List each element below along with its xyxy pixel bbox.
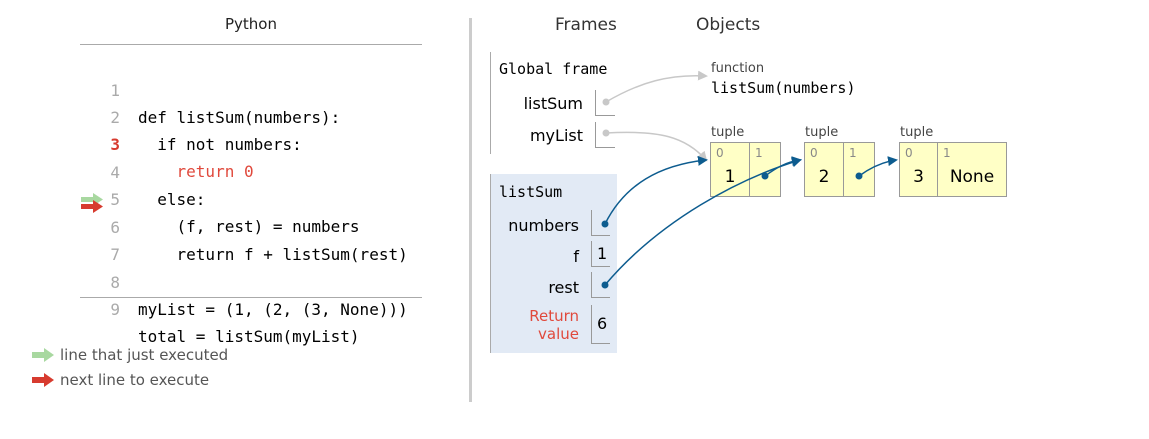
tuple-index: 0 — [716, 146, 724, 160]
line-number: 4 — [110, 163, 120, 182]
code-line[interactable]: 8 myList = (1, (2, (3, None))) — [80, 242, 422, 319]
code-line[interactable]: 4 else: — [80, 132, 422, 209]
tuple-index: 1 — [755, 146, 763, 160]
line-number: 7 — [110, 245, 120, 264]
tuple-type-label: tuple — [805, 125, 839, 140]
tuple-type-label: tuple — [711, 125, 745, 140]
listSum-frame: listSum numbers f 1 rest Return value 6 — [490, 174, 617, 353]
line-source: (f, rest) = numbers — [138, 217, 360, 236]
code-line-highlighted[interactable]: 3 return 0 — [80, 104, 422, 181]
code-line[interactable]: 7 — [80, 214, 422, 264]
tuple-index: 1 — [849, 146, 857, 160]
tuple-cell: 0 3 — [900, 143, 938, 196]
tuple-object-2: 0 2 1 — [804, 142, 875, 197]
var-name-numbers: numbers — [508, 216, 579, 235]
var-value-f: 1 — [591, 241, 610, 267]
function-object-signature: listSum(numbers) — [711, 79, 856, 97]
return-value-label: Return value — [491, 307, 579, 343]
line-number: 2 — [110, 108, 120, 127]
var-slot-myList — [595, 122, 615, 148]
line-source: if not numbers: — [138, 135, 302, 154]
function-object-type: function — [711, 61, 765, 76]
code-line[interactable]: 2 if not numbers: — [80, 77, 422, 154]
tuple-object-3: 0 3 1 None — [899, 142, 1007, 197]
pointer-numbers-to-tuple1 — [601, 155, 708, 228]
execution-arrows — [81, 193, 103, 213]
line-number: 6 — [110, 218, 120, 237]
objects-header: Objects — [696, 15, 761, 35]
line-number: 3 — [110, 135, 120, 154]
return-label-line2: value — [538, 325, 579, 343]
tuple-cell: 0 2 — [805, 143, 844, 196]
var-name-myList: myList — [529, 126, 583, 145]
tuple-cell: 1 — [750, 143, 780, 196]
tuple-value: 1 — [724, 167, 736, 187]
return-label-line1: Return — [529, 307, 579, 325]
frames-header: Frames — [555, 15, 617, 35]
line-number: 5 — [110, 190, 120, 209]
tuple-cell: 1 None — [938, 143, 1006, 196]
var-name-rest: rest — [548, 278, 579, 297]
tuple-type-label: tuple — [900, 125, 934, 140]
line-source: def listSum(numbers): — [138, 108, 341, 127]
green-arrow-icon — [32, 348, 54, 362]
code-line[interactable]: 6 return f + listSum(rest) — [80, 187, 422, 264]
tuple-object-1: 0 1 1 — [710, 142, 781, 197]
pointer-myList-to-tuple1 — [602, 129, 708, 162]
listSum-frame-title: listSum — [499, 183, 563, 201]
legend-next-line-label: next line to execute — [60, 371, 210, 389]
tuple-index: 0 — [905, 146, 913, 160]
code-line[interactable]: 9 total = listSum(myList) — [80, 269, 422, 346]
line-number: 1 — [110, 81, 120, 100]
var-name-listSum: listSum — [523, 94, 583, 113]
line-source: return 0 — [138, 162, 254, 181]
line-source: myList = (1, (2, (3, None))) — [138, 300, 408, 319]
tuple-cell: 0 1 — [711, 143, 750, 196]
global-frame: Global frame listSum myList — [490, 52, 616, 154]
tuple-value: 3 — [913, 167, 924, 187]
legend-just-executed-label: line that just executed — [60, 346, 229, 364]
tuple-value: None — [949, 167, 995, 187]
line-source: else: — [138, 190, 206, 209]
var-slot-rest — [591, 272, 610, 298]
tuple-index: 0 — [810, 146, 818, 160]
line-number: 9 — [110, 300, 120, 319]
code-line[interactable]: 1 def listSum(numbers): — [80, 50, 422, 127]
global-frame-title: Global frame — [499, 60, 608, 78]
return-value: 6 — [591, 305, 610, 344]
line-source: total = listSum(myList) — [138, 327, 360, 346]
panel-divider — [469, 18, 472, 402]
line-source: return f + listSum(rest) — [138, 245, 408, 264]
pointer-listSum-to-function — [602, 70, 708, 106]
tuple-cell: 1 — [844, 143, 874, 196]
red-arrow-icon — [32, 373, 54, 387]
var-slot-numbers — [591, 210, 610, 236]
line-number: 8 — [110, 273, 120, 292]
tuple-index: 1 — [943, 146, 951, 160]
code-panel-title: Python — [225, 15, 277, 33]
code-bottom-rule — [80, 297, 422, 298]
code-top-rule — [80, 44, 422, 45]
var-slot-listSum — [595, 90, 615, 116]
next-line-arrow-icon — [81, 200, 103, 213]
code-line[interactable]: 5 (f, rest) = numbers — [80, 159, 422, 236]
var-name-f: f — [573, 247, 579, 266]
tuple-value: 2 — [818, 167, 830, 187]
